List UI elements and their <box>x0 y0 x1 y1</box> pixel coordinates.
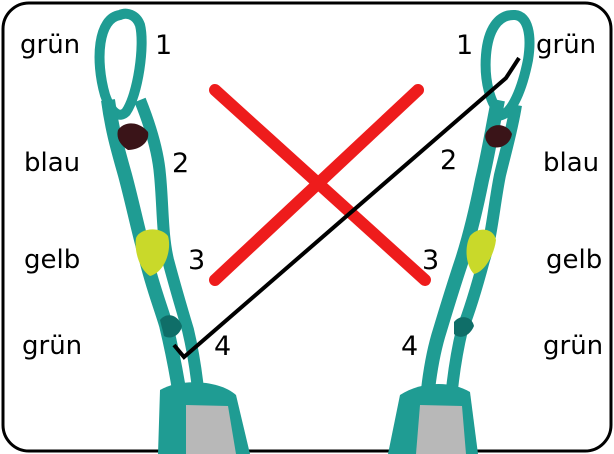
right-number-3: 3 <box>422 247 439 274</box>
right-color-label-4: grün <box>543 333 603 359</box>
right-number-4: 4 <box>401 333 418 360</box>
left-color-label-3: gelb <box>24 247 80 273</box>
frame-border <box>3 3 611 451</box>
right-color-label-3: gelb <box>546 247 602 273</box>
left-color-label-1: grün <box>20 32 80 58</box>
left-color-label-4: grün <box>22 333 82 359</box>
left-color-label-2: blau <box>24 150 80 176</box>
left-number-4: 4 <box>214 333 231 360</box>
left-number-3: 3 <box>188 247 205 274</box>
right-number-1: 1 <box>456 32 473 59</box>
right-color-label-2: blau <box>543 150 599 176</box>
left-number-2: 2 <box>172 150 189 177</box>
right-color-label-1: grün <box>536 32 596 58</box>
right-number-2: 2 <box>440 147 457 174</box>
left-number-1: 1 <box>155 32 172 59</box>
